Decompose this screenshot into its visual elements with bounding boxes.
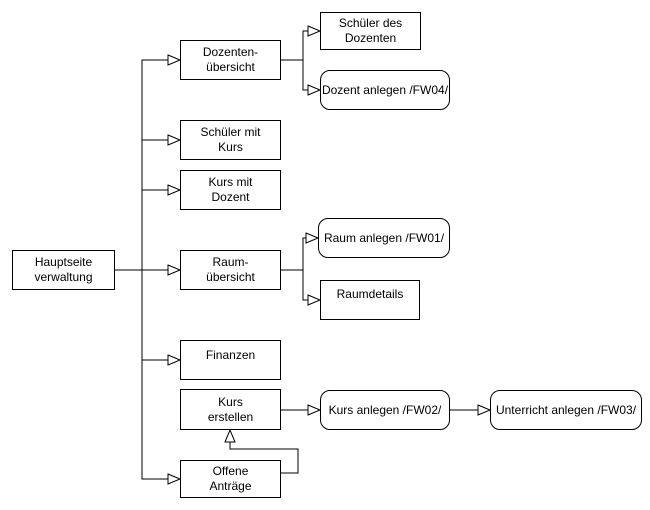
edge-raum-uebersicht-to-raum-anlegen-fw01 (281, 238, 318, 271)
node-label: Anträge (209, 479, 252, 493)
node-kurs-anlegen-fw02: Kurs anlegen /FW02/ (320, 390, 450, 430)
node-label: übersicht (206, 60, 255, 74)
edge-hauptseite-verwaltung-to-schueler-mit-kurs (110, 140, 180, 271)
node-dozent-anlegen-fw04: Dozent anlegen /FW04/ (320, 70, 450, 110)
node-label: Hauptseite (34, 255, 93, 269)
node-unterricht-anlegen-fw03: Unterricht anlegen /FW03/ (490, 390, 642, 430)
edge-raum-uebersicht-to-raumdetails (281, 269, 320, 300)
node-label: Raumdetails (336, 286, 404, 301)
node-finanzen: Finanzen (180, 340, 281, 380)
node-label: Dozent (211, 190, 250, 204)
edge-dozenten-uebersicht-to-schueler-des-dozenten (281, 31, 320, 61)
node-label: Schüler mit (200, 125, 261, 139)
node-label: Dozenten- (202, 45, 259, 59)
node-label: Offene (212, 464, 249, 478)
edge-dozenten-uebersicht-to-dozent-anlegen-fw04 (281, 59, 320, 90)
node-label: verwaltung (34, 270, 93, 284)
node-raum-anlegen-fw01: Raum anlegen /FW01/ (318, 218, 450, 258)
node-label: Schüler des (338, 16, 403, 30)
node-label: Kurs (218, 140, 243, 154)
edge-hauptseite-verwaltung-to-finanzen (110, 269, 180, 360)
node-label: Dozent anlegen /FW04/ (321, 82, 449, 97)
node-label: erstellen (207, 409, 254, 424)
node-label: Kurs mit (208, 175, 253, 189)
edge-hauptseite-verwaltung-to-offene-antraege (110, 269, 180, 479)
node-label: Dozenten (344, 31, 397, 45)
node-label: Raum- (212, 255, 249, 269)
node-raum-uebersicht: Raum-übersicht (180, 250, 281, 290)
edge-hauptseite-verwaltung-to-kurs-mit-dozent (110, 190, 180, 271)
node-label: Kurs anlegen /FW02/ (328, 402, 442, 417)
node-label: Finanzen (205, 347, 256, 362)
node-label: Unterricht anlegen /FW03/ (495, 402, 637, 417)
node-label: Raum anlegen /FW01/ (323, 230, 445, 245)
node-label: Kurs (218, 394, 243, 409)
node-label: übersicht (206, 270, 255, 284)
node-raumdetails: Raumdetails (320, 280, 420, 320)
edge-offene-antraege-to-kurs-erstellen (230, 430, 299, 474)
edge-hauptseite-verwaltung-to-dozenten-uebersicht (110, 60, 180, 271)
node-dozenten-uebersicht: Dozenten-übersicht (180, 40, 281, 80)
